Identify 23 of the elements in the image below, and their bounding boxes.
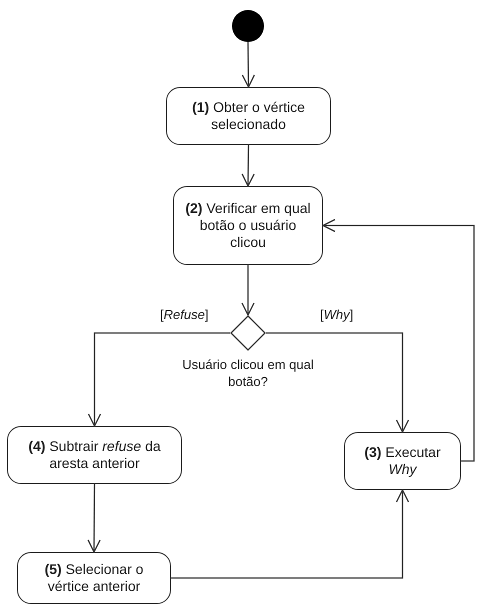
guard-label: [Why] — [318, 307, 356, 322]
arrow — [322, 218, 475, 462]
arrow — [88, 332, 230, 427]
guard-label: [Refuse] — [158, 307, 210, 322]
start-node — [232, 10, 264, 42]
arrow — [241, 265, 255, 316]
arrow — [87, 484, 101, 553]
activity-box — [173, 186, 323, 265]
activity-box — [17, 552, 171, 604]
arrow — [171, 489, 410, 579]
activity-text: (4) Subtrair refuse da aresta anterior — [27, 438, 162, 472]
activity-text: (1) Obter o vértice selecionado — [191, 99, 306, 133]
activity-box — [7, 426, 182, 484]
activity-box — [166, 87, 331, 145]
decision-label: Usuário clicou em qual botão? — [181, 356, 315, 390]
activity-text: (2) Verificar em qual botão o usuário clicou — [184, 200, 312, 251]
activity-text: (3) Executar Why — [363, 444, 442, 478]
decision-diamond — [230, 315, 266, 351]
arrow — [242, 145, 255, 187]
arrow — [266, 332, 410, 433]
activity-box — [344, 432, 461, 490]
arrow — [242, 42, 256, 88]
activity-text: (5) Selecionar o vértice anterior — [44, 561, 144, 595]
